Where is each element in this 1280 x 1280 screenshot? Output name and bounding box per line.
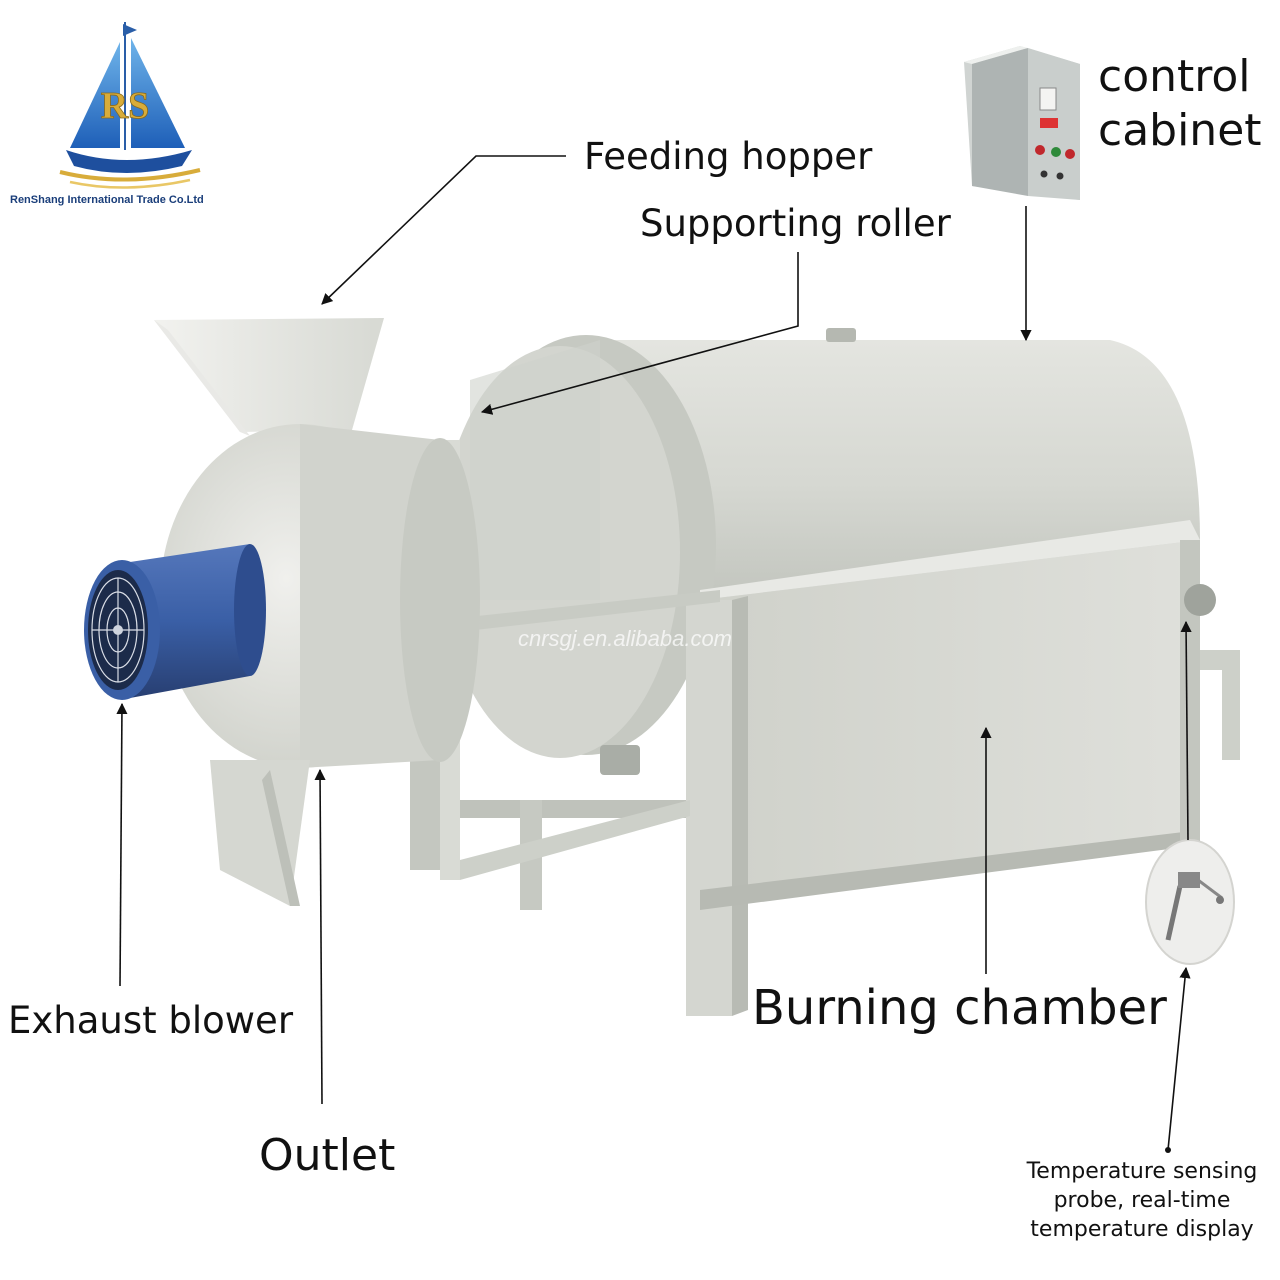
- callout-lines: [116, 155, 1192, 1151]
- label-outlet: Outlet: [259, 1130, 396, 1181]
- burning-chamber-box: [686, 520, 1216, 1016]
- watermark-text: cnrsgj.en.alibaba.com: [518, 626, 733, 651]
- arrow-supporting-roller: [480, 252, 799, 415]
- logo-monogram: RS: [101, 85, 150, 127]
- arrow-feeding-hopper: [321, 155, 566, 305]
- label-burning-chamber: Burning chamber: [752, 980, 1167, 1036]
- arrow-outlet: [314, 768, 326, 1105]
- label-control-cabinet-line1: control: [1098, 51, 1251, 102]
- label-feeding-hopper: Feeding hopper: [584, 135, 873, 178]
- label-exhaust-blower: Exhaust blower: [8, 999, 294, 1042]
- feeding-hopper-body: [154, 318, 480, 906]
- company-name: RenShang International Trade Co.Ltd: [10, 194, 204, 206]
- arrow-exhaust-blower: [116, 702, 128, 987]
- temperature-probe-inset: [1145, 839, 1235, 965]
- exhaust-blower: [84, 544, 266, 700]
- label-temperature-probe: Temperature sensing probe, real-time tem…: [1026, 1159, 1258, 1243]
- label-supporting-roller: Supporting roller: [640, 202, 951, 245]
- probe-callout-dot: [1165, 1147, 1171, 1153]
- dryer-drum: [440, 328, 1200, 758]
- label-control-cabinet: control cabinet: [1098, 50, 1262, 157]
- company-logo: RS: [59, 22, 201, 189]
- arrow-probe-down: [1167, 966, 1191, 1151]
- label-control-cabinet-line2: cabinet: [1098, 104, 1262, 156]
- control-cabinet: [964, 46, 1080, 200]
- arrow-probe-up: [1180, 620, 1192, 841]
